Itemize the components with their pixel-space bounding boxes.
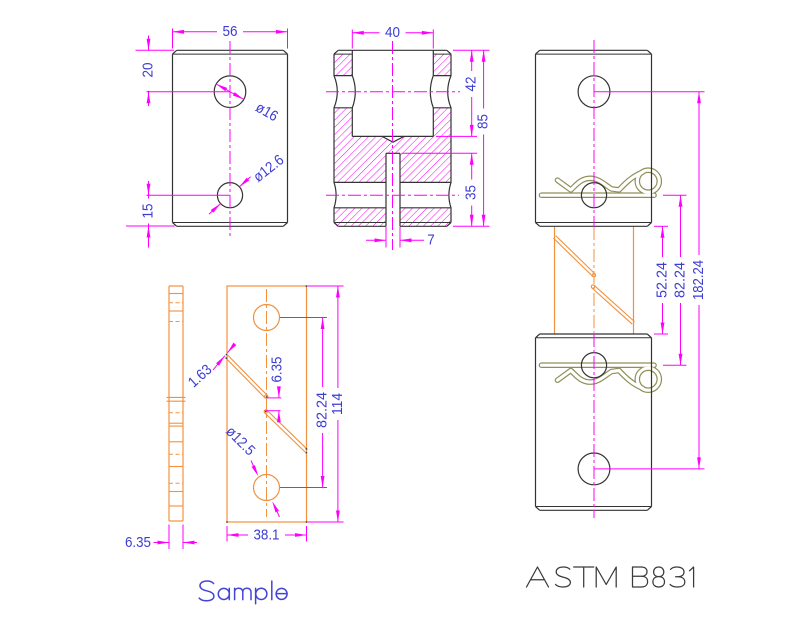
svg-text:20: 20 (141, 63, 157, 78)
svg-text:182.24: 182.24 (691, 260, 707, 300)
svg-text:7: 7 (427, 233, 435, 249)
svg-text:15: 15 (141, 204, 157, 219)
svg-text:82.24: 82.24 (673, 262, 689, 298)
svg-text:42: 42 (464, 77, 480, 92)
svg-text:6.35: 6.35 (125, 535, 151, 551)
svg-text:38.1: 38.1 (254, 527, 280, 543)
svg-text:85: 85 (476, 114, 492, 129)
svg-text:82.24: 82.24 (315, 392, 331, 428)
svg-text:6.35: 6.35 (270, 357, 286, 383)
svg-text:114: 114 (330, 393, 346, 415)
svg-text:35: 35 (464, 185, 480, 200)
svg-text:40: 40 (385, 25, 400, 41)
svg-text:52.24: 52.24 (655, 262, 671, 298)
svg-text:56: 56 (223, 24, 238, 40)
